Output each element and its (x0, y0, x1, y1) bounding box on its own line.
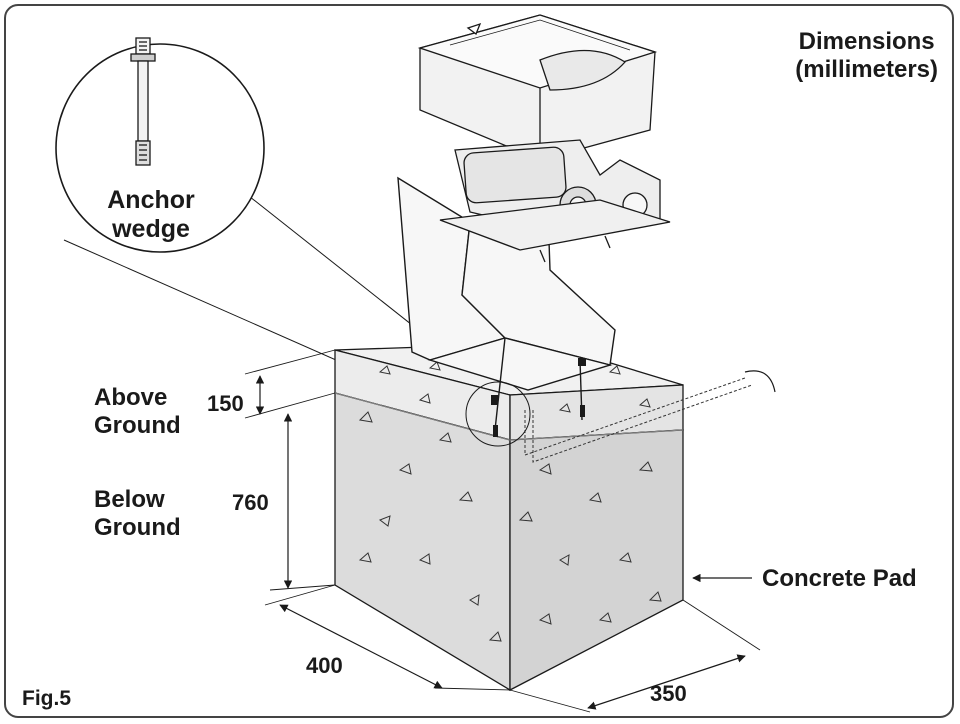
dim-760-value: 760 (232, 490, 269, 515)
anchor-magnifier (55, 37, 265, 253)
mounting-bracket (397, 176, 616, 431)
below-label-line-2: Ground (94, 513, 181, 541)
concrete-pad-label: Concrete Pad (762, 565, 917, 592)
dimension-lines (244, 349, 761, 713)
anchor-wedge-label: Anchor wedge (96, 186, 206, 244)
above-label-line-2: Ground (94, 411, 181, 439)
diagram-title: Dimensions (millimeters) (795, 28, 938, 83)
conduit-pipe (524, 377, 753, 463)
pad-front-face (334, 392, 511, 692)
title-line-1: Dimensions (798, 28, 935, 55)
figure-label: Fig.5 (22, 687, 72, 710)
anchor-label-line-1: Anchor (107, 186, 195, 214)
dim-350-value: 350 (650, 681, 687, 706)
concrete-pad (334, 342, 684, 692)
figure-frame (4, 4, 954, 718)
pad-side-face (509, 429, 684, 692)
title-line-2: (millimeters) (795, 55, 938, 83)
concrete-aggregate (358, 361, 662, 642)
above-ground-label: Above Ground (94, 384, 181, 439)
anchor-bolts (491, 358, 586, 437)
anchor-label-line-2: wedge (112, 214, 190, 243)
conduit-end (744, 370, 776, 393)
dim-350-line (587, 654, 746, 710)
below-label-line-1: Below (94, 486, 165, 513)
anchor-wedge-icon (130, 37, 156, 166)
below-ground-label: Below Ground (94, 486, 181, 541)
dim-400-value: 400 (306, 653, 343, 678)
dim-150-value: 150 (207, 391, 244, 416)
gate-operator (417, 14, 671, 263)
anchor-detail-circle (465, 381, 531, 447)
dim-400-line (279, 604, 443, 689)
above-label-line-1: Above (94, 384, 168, 411)
